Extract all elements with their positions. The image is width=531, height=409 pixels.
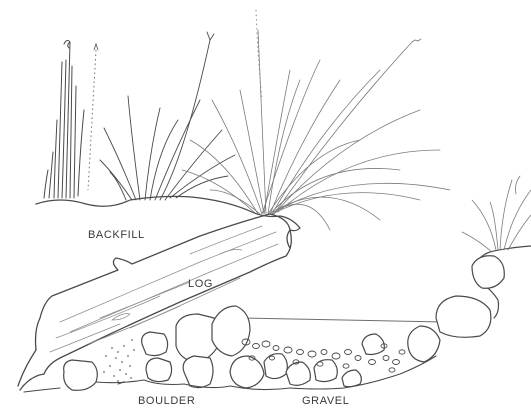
label-boulder: BOULDER bbox=[138, 395, 195, 407]
water-line bbox=[240, 318, 444, 322]
label-backfill: BACKFILL bbox=[88, 229, 145, 241]
reed-clump-left bbox=[44, 40, 84, 198]
grass-tuft-middle bbox=[100, 32, 235, 200]
reed-stalk-dotted bbox=[88, 44, 98, 190]
backfill-mound bbox=[36, 196, 300, 230]
boulder-group bbox=[64, 256, 505, 391]
label-gravel: GRAVEL bbox=[302, 395, 349, 407]
right-grass bbox=[462, 176, 531, 252]
label-log: LOG bbox=[188, 278, 213, 290]
sediment-dots bbox=[103, 339, 135, 383]
